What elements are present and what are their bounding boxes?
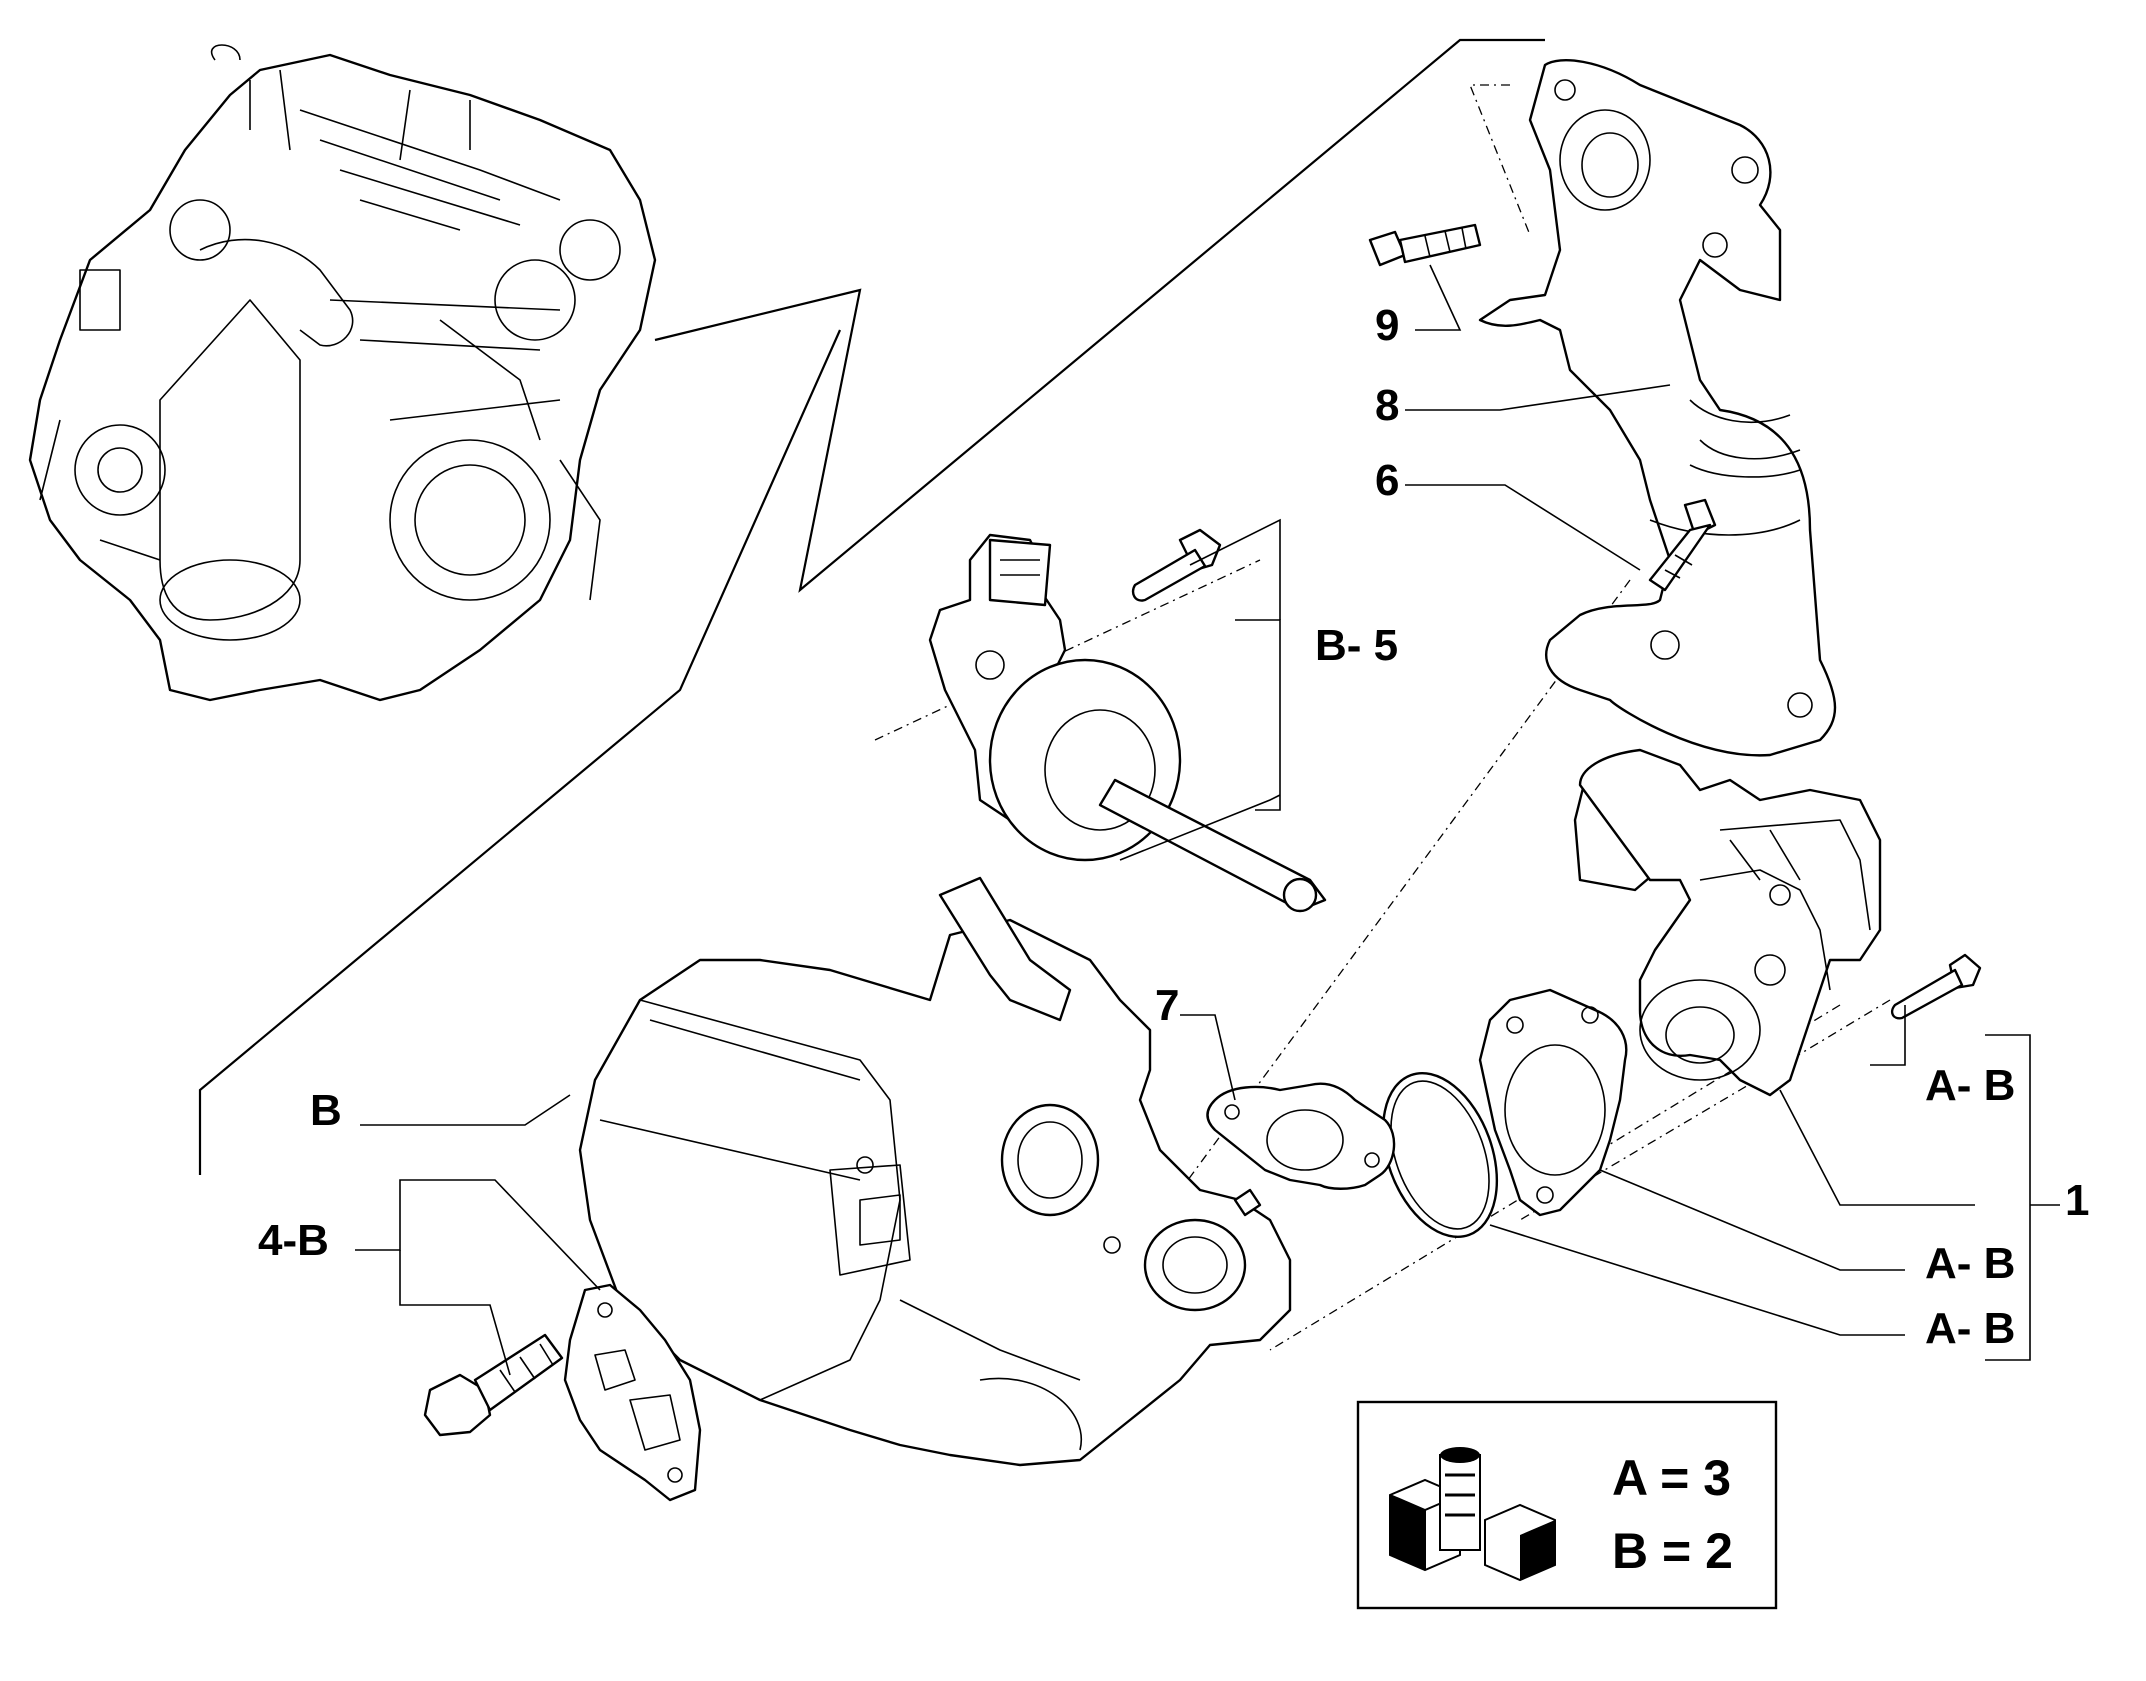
callout-4b: 4-B [258, 1216, 329, 1265]
quantity-legend-box: A = 3 B = 2 [1356, 1400, 1778, 1610]
callout-labels: 9 8 6 B- 5 7 B 4-B A- B 1 A- B A- B [258, 301, 2089, 1353]
callout-7: 7 [1155, 981, 1179, 1030]
zigzag-leader-line [654, 38, 1545, 593]
bolt-4b-part [423, 1333, 564, 1437]
gasket-flange-part [1478, 988, 1628, 1217]
bolt-9-part [1368, 223, 1482, 267]
egr-pipe-part [1478, 59, 1837, 757]
bolt-b5-part [1131, 528, 1222, 602]
bolt-ab-right-part [1891, 953, 1982, 1020]
callout-b: B [310, 1086, 342, 1135]
gasket-4b-part [563, 1283, 702, 1502]
legend-line-a: A = 3 [1612, 1450, 1731, 1506]
fiat-parts-box-icon [1389, 1447, 1556, 1582]
callout-b5: B- 5 [1315, 621, 1398, 670]
callout-8: 8 [1375, 381, 1399, 430]
gasket-7-part [1206, 1082, 1396, 1190]
leader-lines [355, 264, 2060, 1376]
engine-overview-illustration [28, 44, 657, 702]
callout-1: 1 [2065, 1176, 2089, 1225]
egr-throttle-valve-part [1573, 748, 1882, 1097]
callout-ab-3: A- B [1925, 1304, 2015, 1353]
legend-line-b: B = 2 [1612, 1523, 1733, 1579]
o-ring-part [1381, 1071, 1499, 1239]
callout-ab-2: A- B [1925, 1239, 2015, 1288]
bolt-6-part [1648, 498, 1717, 592]
callout-ab-1: A- B [1925, 1061, 2015, 1110]
callout-6: 6 [1375, 456, 1399, 505]
egr-valve-actuator-part [928, 533, 1327, 913]
egr-cooler-part [578, 876, 1292, 1467]
zigzag-leader-line-lower [198, 329, 842, 1175]
callout-9: 9 [1375, 301, 1399, 350]
